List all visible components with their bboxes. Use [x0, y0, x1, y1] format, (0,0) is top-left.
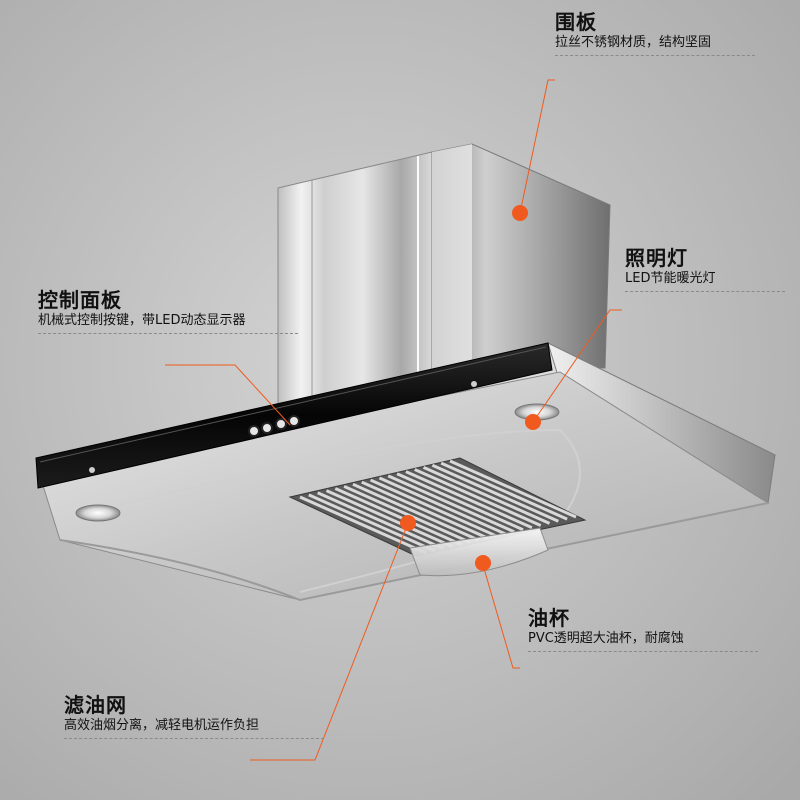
divider: [555, 55, 755, 56]
filter-slat: [352, 482, 480, 542]
callout-panel: 围板 拉丝不锈钢材质，结构坚固: [555, 10, 755, 56]
filter-slat: [317, 491, 445, 551]
control-buttons: [89, 381, 477, 473]
callout-panel-desc: 拉丝不锈钢材质，结构坚固: [555, 35, 712, 50]
callout-control: 控制面板 机械式控制按键，带LED动态显示器: [38, 288, 298, 334]
filter-slat: [334, 487, 462, 546]
callout-light-title: 照明灯: [625, 246, 688, 270]
callout-filter-desc: 高效油烟分离，减轻电机运作负担: [64, 718, 260, 733]
marker-light: [525, 414, 541, 430]
callout-markers: [400, 205, 541, 571]
lamp-left: [75, 504, 121, 522]
filter-slat: [387, 474, 515, 534]
callout-control-desc: 机械式控制按键，带LED动态显示器: [38, 313, 246, 328]
filter-slat: [369, 478, 498, 538]
callout-control-title: 控制面板: [38, 288, 122, 312]
callout-oilcup-title: 油杯: [528, 606, 570, 630]
oil-cup: [409, 527, 549, 577]
divider: [528, 651, 758, 652]
filter-slat: [414, 468, 542, 527]
filter-slat: [431, 463, 559, 523]
divider: [38, 333, 298, 334]
callout-oilcup-desc: PVC透明超大油杯，耐腐蚀: [528, 631, 684, 646]
filter-grille: [288, 457, 587, 557]
divider: [625, 291, 785, 292]
filter-slat: [440, 461, 568, 521]
filter-slat: [405, 470, 533, 529]
marker-panel: [512, 205, 528, 221]
control-button-4: [288, 415, 300, 427]
filter-slat: [308, 493, 436, 553]
marker-filter: [400, 515, 416, 531]
callout-panel-title: 围板: [555, 10, 597, 34]
filter-slat: [396, 472, 524, 532]
callout-oilcup: 油杯 PVC透明超大油杯，耐腐蚀: [528, 606, 758, 652]
filter-slat: [299, 495, 427, 555]
filter-slat: [325, 489, 454, 549]
leader-lines: [165, 79, 622, 761]
filter-slat: [361, 480, 489, 540]
callout-filter-title: 滤油网: [64, 693, 127, 717]
filter-slat: [343, 485, 471, 544]
divider: [64, 738, 324, 739]
callout-light-desc: LED节能暖光灯: [625, 271, 716, 286]
control-button-1: [248, 425, 260, 437]
indicator-left: [89, 467, 95, 473]
control-button-3: [275, 418, 287, 430]
indicator-right: [471, 381, 477, 387]
filter-slat: [449, 459, 577, 519]
control-button-2: [261, 422, 273, 434]
marker-oilcup: [475, 555, 491, 571]
filter-slat: [422, 465, 551, 525]
callout-light: 照明灯 LED节能暖光灯: [625, 246, 785, 292]
callout-filter: 滤油网 高效油烟分离，减轻电机运作负担: [64, 693, 324, 739]
filter-slat: [378, 476, 507, 536]
